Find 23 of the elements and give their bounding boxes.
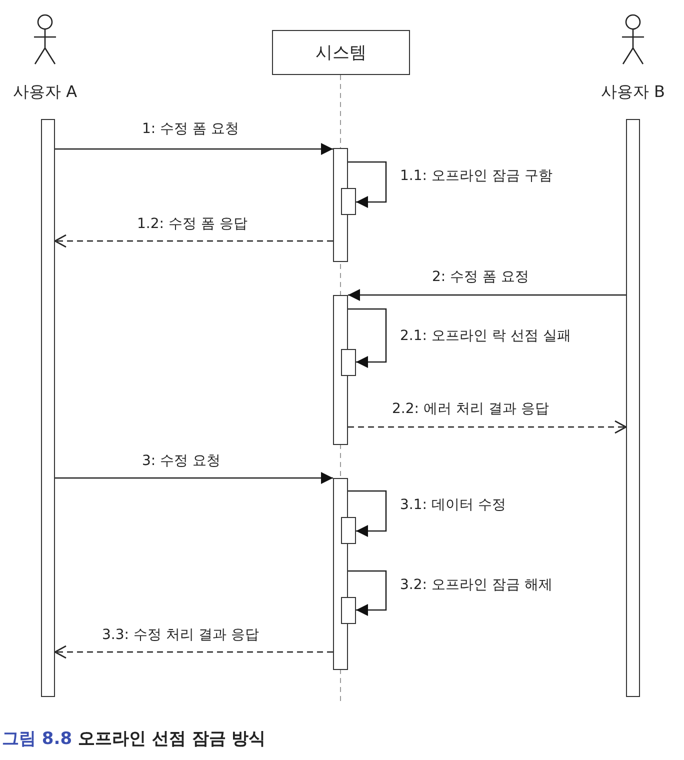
message-arrow [55,472,333,484]
message-arrow [348,308,387,368]
edge-label: 2.2: 에러 처리 결과 응답 [390,400,551,418]
actor-label: 사용자 B [600,82,666,103]
activation-bar [341,188,356,215]
message-arrow [348,570,387,616]
message-arrow [348,420,627,434]
message-arrow [54,234,333,248]
message-arrow [55,143,333,155]
message-arrow [348,490,387,537]
lifeline-bar [626,119,640,697]
activation-bar [341,597,356,624]
lifeline-bar [41,119,55,697]
activation-bar [333,295,348,445]
caption: 그림 8.8 오프라인 선점 잠금 방식 [2,728,266,750]
activation-bar [341,517,356,544]
actor-label: 사용자 A [12,82,78,103]
participant-box: 시스템 [272,30,410,75]
edge-label: 3.3: 수정 처리 결과 응답 [100,626,261,644]
message-arrow [348,161,387,208]
message-arrow [348,289,626,301]
activation-bar [341,349,356,376]
message-arrow [54,645,333,659]
